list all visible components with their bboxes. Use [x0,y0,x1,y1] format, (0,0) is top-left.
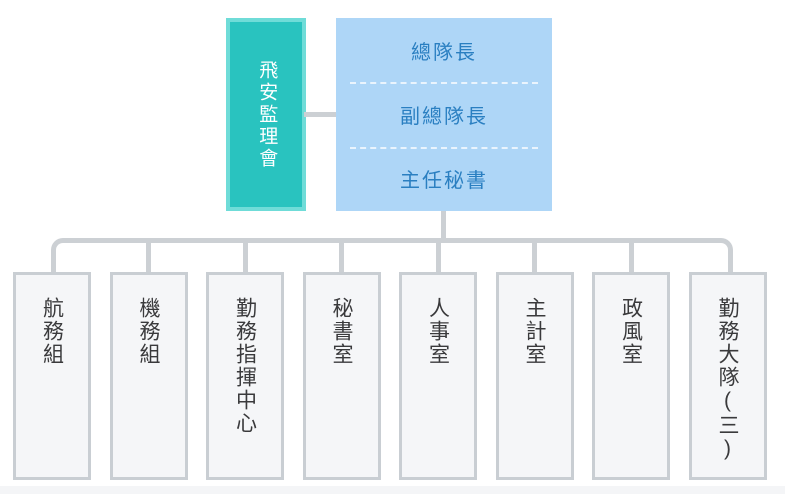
unit-label-5: 人事室 [426,297,450,366]
unit-label-1: 航務組 [40,297,64,366]
unit-label-6: 主計室 [523,297,547,366]
unit-box-1[interactable]: 航務組 [13,272,91,480]
connector-bus [51,238,733,272]
unit-label-8: 勤務大隊(三) [716,297,740,462]
connector-drop-4 [339,240,344,272]
connector-drop-5 [435,240,441,272]
unit-box-6[interactable]: 主計室 [495,272,574,480]
leadership-row-chief-secretary[interactable]: 主任秘書 [336,146,552,211]
leadership-row-commander[interactable]: 總隊長 [336,18,552,82]
unit-box-4[interactable]: 秘書室 [302,272,381,480]
unit-box-7[interactable]: 政風室 [592,272,670,480]
connector-drop-7 [628,240,634,272]
unit-label-4: 秘書室 [330,297,354,366]
leadership-label-chief-secretary: 主任秘書 [400,170,488,193]
unit-label-3: 勤務指揮中心 [233,297,257,435]
unit-label-2: 機務組 [137,297,161,366]
leadership-label-commander: 總隊長 [411,41,477,64]
connector-leadership-drop [441,211,446,240]
unit-box-8[interactable]: 勤務大隊(三) [688,272,767,480]
connector-drop-2 [146,240,151,272]
node-agency[interactable]: 飛安監理會 [226,18,306,211]
unit-box-5[interactable]: 人事室 [399,272,477,480]
connector-drop-3 [242,240,248,272]
connector-agency-to-leadership [304,112,338,117]
connector-drop-6 [532,240,537,272]
unit-label-7: 政風室 [619,297,643,366]
node-leadership[interactable]: 總隊長 副總隊長 主任秘書 [336,18,552,211]
leadership-row-deputy-commander[interactable]: 副總隊長 [336,82,552,146]
node-agency-label: 飛安監理會 [256,59,278,170]
bottom-band [0,486,785,494]
unit-box-2[interactable]: 機務組 [109,272,188,480]
leadership-label-deputy-commander: 副總隊長 [400,105,488,128]
unit-box-3[interactable]: 勤務指揮中心 [206,272,284,480]
